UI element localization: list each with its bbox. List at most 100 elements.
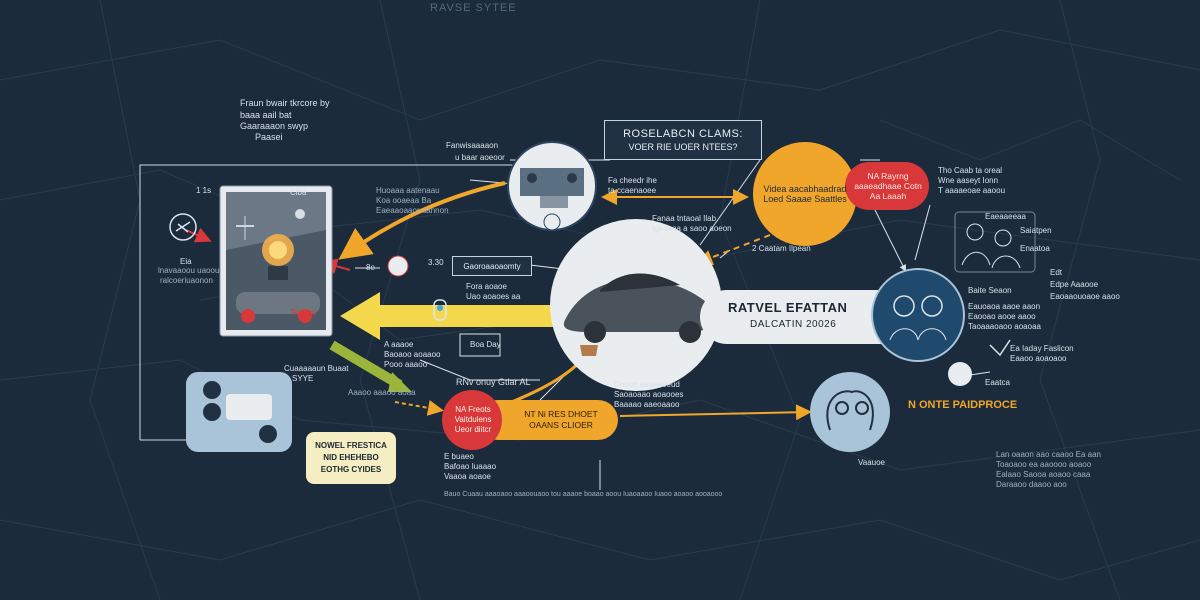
watermark-title: RAVSE SYTEE: [430, 2, 517, 14]
below-car-note-1: Cnoon aaaeaoeud: [614, 380, 680, 389]
below-car-note-2: Saoaoaao aoaooes: [614, 390, 684, 399]
right-list-3-1: Ea Iaday Faslicon: [1010, 344, 1074, 353]
mid-note-a-1: Fanwisaaaaon: [446, 141, 499, 150]
left-scene-panel: [219, 185, 333, 337]
green-arrow-head: [388, 372, 412, 392]
roundtable-circle: [507, 141, 597, 231]
left-small-2: Eia: [180, 257, 192, 266]
orange-bottom-pill: [478, 400, 618, 440]
lightbulb-note-1: Fora aoaoe: [466, 282, 507, 291]
right-list-1-1: Edt: [1050, 268, 1063, 277]
roundtable-title: ROSELABCN CLAMS:: [623, 128, 743, 140]
orange-circle-text: Videa aacabhaadrad Loed Saaae Saattles: [763, 184, 847, 204]
red-circle-text: NA Rayrng aaaeadhaae Cotn Aa Laaah: [854, 171, 922, 201]
yellow-big-arrow: [340, 292, 556, 340]
red-ring-icon: [387, 255, 409, 277]
mid-note-b-2: Koa ooaeaa Ba: [376, 196, 432, 205]
left-small-1: 1 1s: [196, 186, 212, 195]
top-left-note-3: Gaaraaaon swyp: [240, 121, 309, 131]
cream-box-text: NOWEL FRESTICA NID EHEHEBO EOTHG CYIDES: [315, 441, 387, 474]
lightbulb-icon: [433, 299, 447, 321]
left-lower-left-3: Aaaoo aaaoo aoaa: [348, 388, 416, 397]
far-right-note-3: Ealaao Saooa aoaoo caaa: [996, 470, 1091, 479]
mid-note-a-2: u baar aoeoor: [455, 153, 505, 162]
right-list-1-2: Edpe Aaaooe: [1050, 280, 1099, 289]
white-dot: [948, 362, 972, 386]
bubble-8e: 8e: [366, 263, 375, 272]
big-left-row-1: A aaaoe: [384, 340, 414, 349]
orange-right-arrow: [619, 404, 812, 421]
right-list-1-3: Eaoaaouoaoe aaoo: [1050, 292, 1120, 301]
connector-note-1b: tgeaaoa a saoo aoeon: [652, 224, 732, 233]
right-top-note-2: Wne aaseyt Ionn: [938, 176, 999, 185]
roundtable-side-1: Fa cheedr ihe: [608, 176, 657, 185]
roundtable-title-box: ROSELABCN CLAMS: VOER RIE UOER NTEES?: [604, 120, 762, 160]
check-pin-icon: [989, 339, 1011, 357]
right-head-sub: Vaauoe: [858, 458, 885, 467]
head-circle: [810, 372, 890, 452]
scales-circle-icon: [169, 213, 197, 241]
under-red-note-3: Vaaoa aoaoe: [444, 472, 492, 481]
connector-note-2: 2 Caatam Ilpean: [752, 244, 811, 253]
right-list-2-2: Eaooao aooe aaoo: [968, 312, 1036, 321]
far-right-note-4: Daraaoo daaoo aoo: [996, 480, 1067, 489]
left-lower-left-2: SYYE: [292, 374, 314, 383]
center-white-pill-bg: [700, 290, 910, 344]
navy-people-circle: [871, 268, 965, 362]
red-bottom-circle-text: NA Freots Vaitdulens Ueor diitcr: [454, 405, 492, 434]
red-top-pill: [845, 162, 929, 210]
left-scene-caption: Ciba: [290, 188, 307, 197]
right-list-3-2: Eaaoo aoaoaoo: [1010, 354, 1067, 363]
roundtable-sub: VOER RIE UOER NTEES?: [628, 142, 738, 152]
center-white-sub: DALCATIN 20026: [750, 319, 837, 330]
center-white-title: RATVEL EFATTAN: [728, 300, 848, 315]
pill-box-note: Boa Day: [470, 340, 501, 349]
car-circle: [550, 219, 725, 391]
mid-arrow-label: RNv onuy Gtlar AL: [456, 377, 531, 387]
orange-small-dashed: [394, 400, 444, 416]
left-note-2: ralcoeriuaonon: [160, 276, 213, 285]
right-lineart-people: [954, 211, 1036, 273]
right-people-lbl-3: Enaatoa: [1020, 244, 1050, 253]
right-list-2-1: Eauoaoa aaoe aaon: [968, 302, 1041, 311]
mid-note-b-1: Huoaaa aatenaau: [376, 186, 440, 195]
right-list-3-3: Eaatca: [985, 378, 1010, 387]
left-lower-left-1: Cuaaaaaun Buaat: [284, 364, 349, 373]
mid-note-b-3: Eaeaaoaaor aannon: [376, 206, 449, 215]
left-blue-card: [186, 372, 292, 452]
big-left-row-2: Baoaoo aoaaoo: [384, 350, 441, 359]
orange-curve-arrow: [338, 181, 506, 260]
green-arrow: [329, 340, 403, 390]
below-car-note-3: Baaaao aaeoaaoo: [614, 400, 680, 409]
pill-box-frame: [459, 333, 501, 357]
orange-dashed-arrow: [696, 234, 771, 266]
bubble-330: 3.30: [428, 258, 444, 267]
right-head-caption: N ONTE PAIDPROCE: [908, 399, 1018, 411]
right-people-lbl-4: Baite Seaon: [968, 286, 1012, 295]
far-right-note-2: Toaoaoo ea aaoooo aoaoo: [996, 460, 1092, 469]
top-left-note-4: Paasei: [255, 132, 283, 142]
far-right-note-1: Lan oaaon aao caaoo Ea aan: [996, 450, 1101, 459]
red-bottom-circle: [442, 390, 502, 450]
orange-circle: [753, 142, 857, 246]
left-red-label: Teoaao: [290, 308, 317, 317]
cream-box-bg: [306, 432, 396, 484]
bottom-row-note: Bauo Cuaau aaaoaoo aaaoouaoo tou aaaoe b…: [444, 491, 723, 498]
right-list-2-3: Taoaaaoaoo aoaoaa: [968, 322, 1041, 331]
right-top-note-1: Tho Caab ta oreal: [938, 166, 1003, 175]
big-left-row-3: Pooo aaaoo: [384, 360, 428, 369]
left-note-1: lnavaaoou uaoou: [158, 266, 220, 275]
connector-note-1a: Fanaa tntaoal Ilab: [652, 214, 717, 223]
red-arrow-left: [185, 227, 212, 243]
right-people-lbl-2: Saiatpen: [1020, 226, 1052, 235]
right-people-lbl-1: Eaeaaeeaa: [985, 212, 1026, 221]
lightbulb-note-2: Uao aoaoes aa: [466, 292, 521, 301]
top-left-note-1: Fraun bwair tkrcore by: [240, 98, 330, 108]
right-top-note-3: T aaaaeoae aaoou: [938, 186, 1006, 195]
gaoro-box: Gaoroaaoaomty: [452, 256, 532, 276]
under-red-note-2: Bafoao Iuaaao: [444, 462, 497, 471]
top-left-note-2: baaa aail bat: [240, 110, 292, 120]
orange-bottom-pill-text: NT Ni RES DHOET OAANS CLIOER: [524, 409, 598, 430]
under-red-note-1: E buaeo: [444, 452, 474, 461]
roundtable-side-2: ta ccaenaoee: [608, 186, 657, 195]
